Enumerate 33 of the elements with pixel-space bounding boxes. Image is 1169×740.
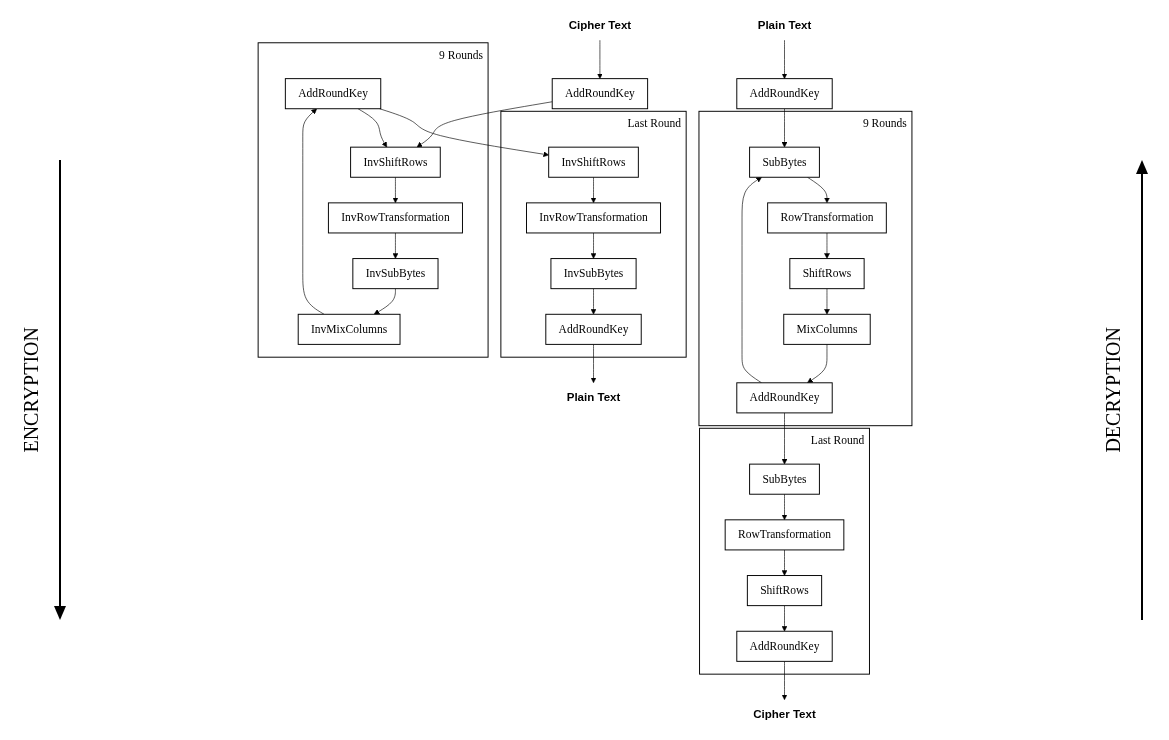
node-box: AddRoundKey (284, 78, 382, 110)
cluster (699, 427, 870, 675)
node-box: AddRoundKey (551, 78, 649, 110)
node-box: InvShiftRows (350, 146, 441, 178)
node-box: MixColumns (783, 313, 871, 345)
node-box: SubBytes (749, 146, 820, 178)
node-box: RowTransformation (724, 519, 845, 551)
node-box: RowTransformation (767, 202, 887, 234)
node-box: InvRowTransformation (526, 202, 661, 234)
node-label: Last Round (627, 117, 681, 130)
node-box: ShiftRows (789, 258, 865, 290)
node-label: 9 Rounds (439, 48, 483, 62)
node-box: ShiftRows (746, 575, 823, 607)
node-box: AddRoundKey (736, 78, 833, 110)
node-box: InvMixColumns (297, 313, 401, 345)
node-box: AddRoundKey (736, 630, 833, 662)
direction-label: DECRYPTION (1102, 327, 1125, 453)
node-box: AddRoundKey (545, 313, 642, 345)
node-box: InvSubBytes (550, 258, 637, 290)
node-text: Plain Text (566, 391, 621, 404)
node-box: SubBytes (749, 463, 820, 495)
direction-label: ENCRYPTION (20, 327, 43, 453)
node-text: Plain Text (757, 18, 812, 32)
node-box: InvSubBytes (352, 258, 439, 290)
node-text: Cipher Text (753, 708, 816, 721)
node-text: Cipher Text (568, 18, 632, 32)
cluster (257, 42, 489, 358)
node-box: InvShiftRows (548, 146, 639, 178)
node-box: InvRowTransformation (327, 202, 463, 234)
node-label: 9 Rounds (862, 117, 907, 130)
node-box: AddRoundKey (736, 382, 833, 414)
node-label: Last Round (810, 434, 865, 447)
cluster (500, 110, 687, 358)
